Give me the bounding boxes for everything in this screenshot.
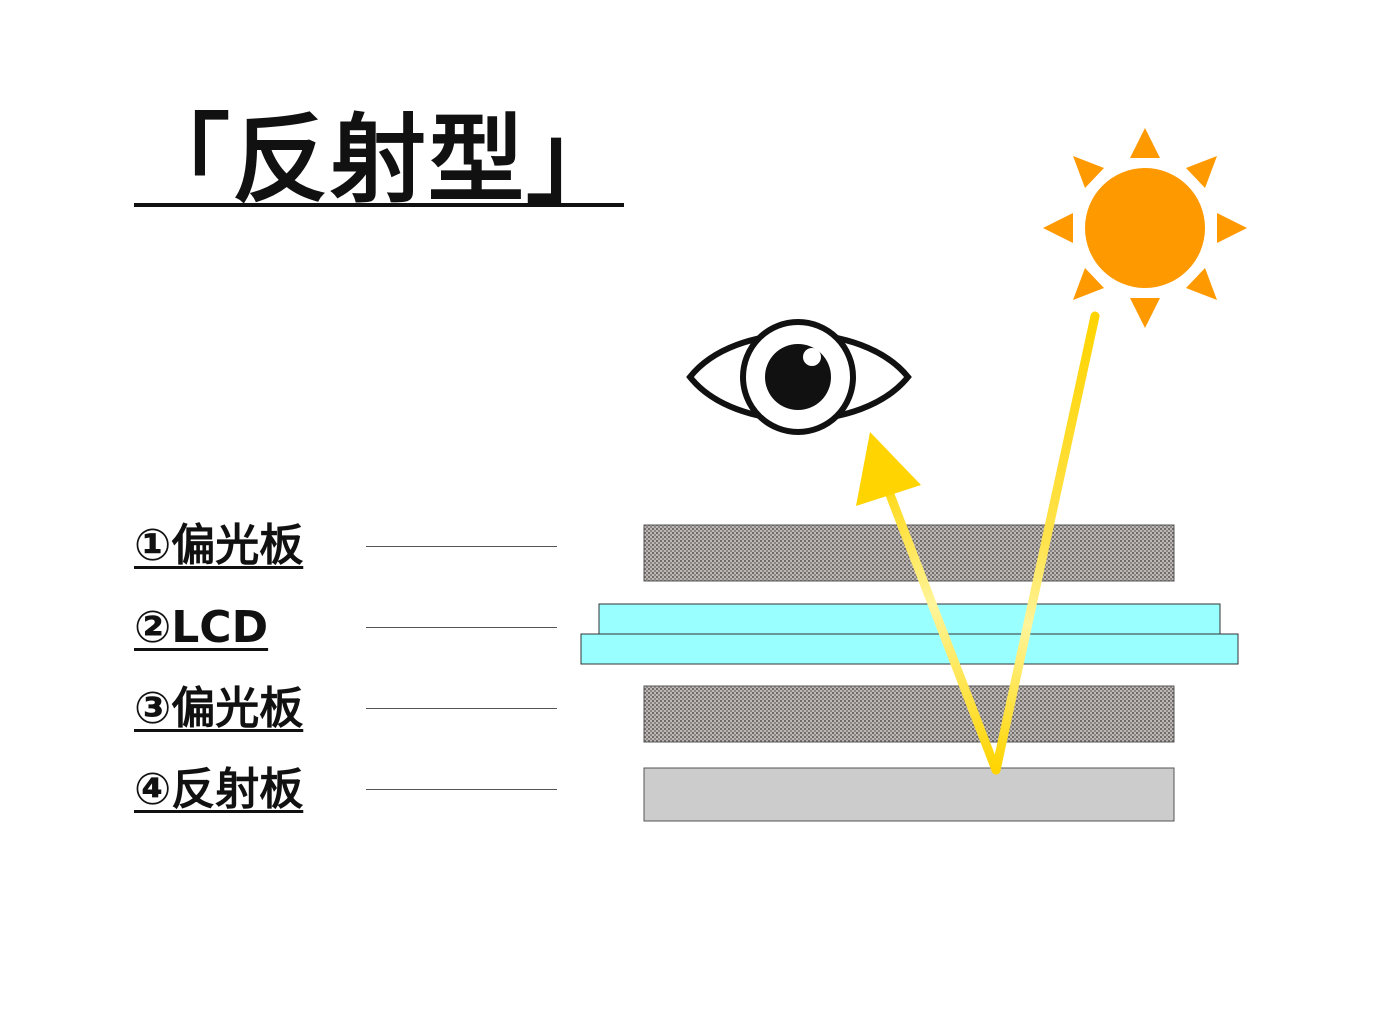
diagram-title: 「反射型」 — [134, 104, 624, 216]
incoming-light-ray — [991, 311, 1100, 775]
lcd-upper-glass — [598, 603, 1221, 635]
reflected-light-ray — [884, 487, 1001, 775]
reflector-plate — [643, 767, 1175, 822]
leader-line-polarizer-1 — [366, 546, 557, 547]
sun-icon — [1043, 128, 1247, 328]
eye-icon — [686, 319, 912, 435]
arrow-head-icon — [856, 432, 921, 506]
leader-line-lcd — [366, 627, 557, 628]
layer-label-reflector: ④反射板 — [134, 764, 304, 815]
layer-label-polarizer-2: ③偏光板 — [134, 683, 304, 734]
leader-line-polarizer-2 — [366, 708, 557, 709]
leader-line-reflector — [366, 789, 557, 790]
layer-label-lcd: ②LCD — [134, 602, 269, 653]
lcd-lower-glass — [580, 633, 1239, 665]
polarizer-plate-2 — [643, 685, 1175, 743]
layer-label-polarizer-1: ①偏光板 — [134, 520, 304, 571]
